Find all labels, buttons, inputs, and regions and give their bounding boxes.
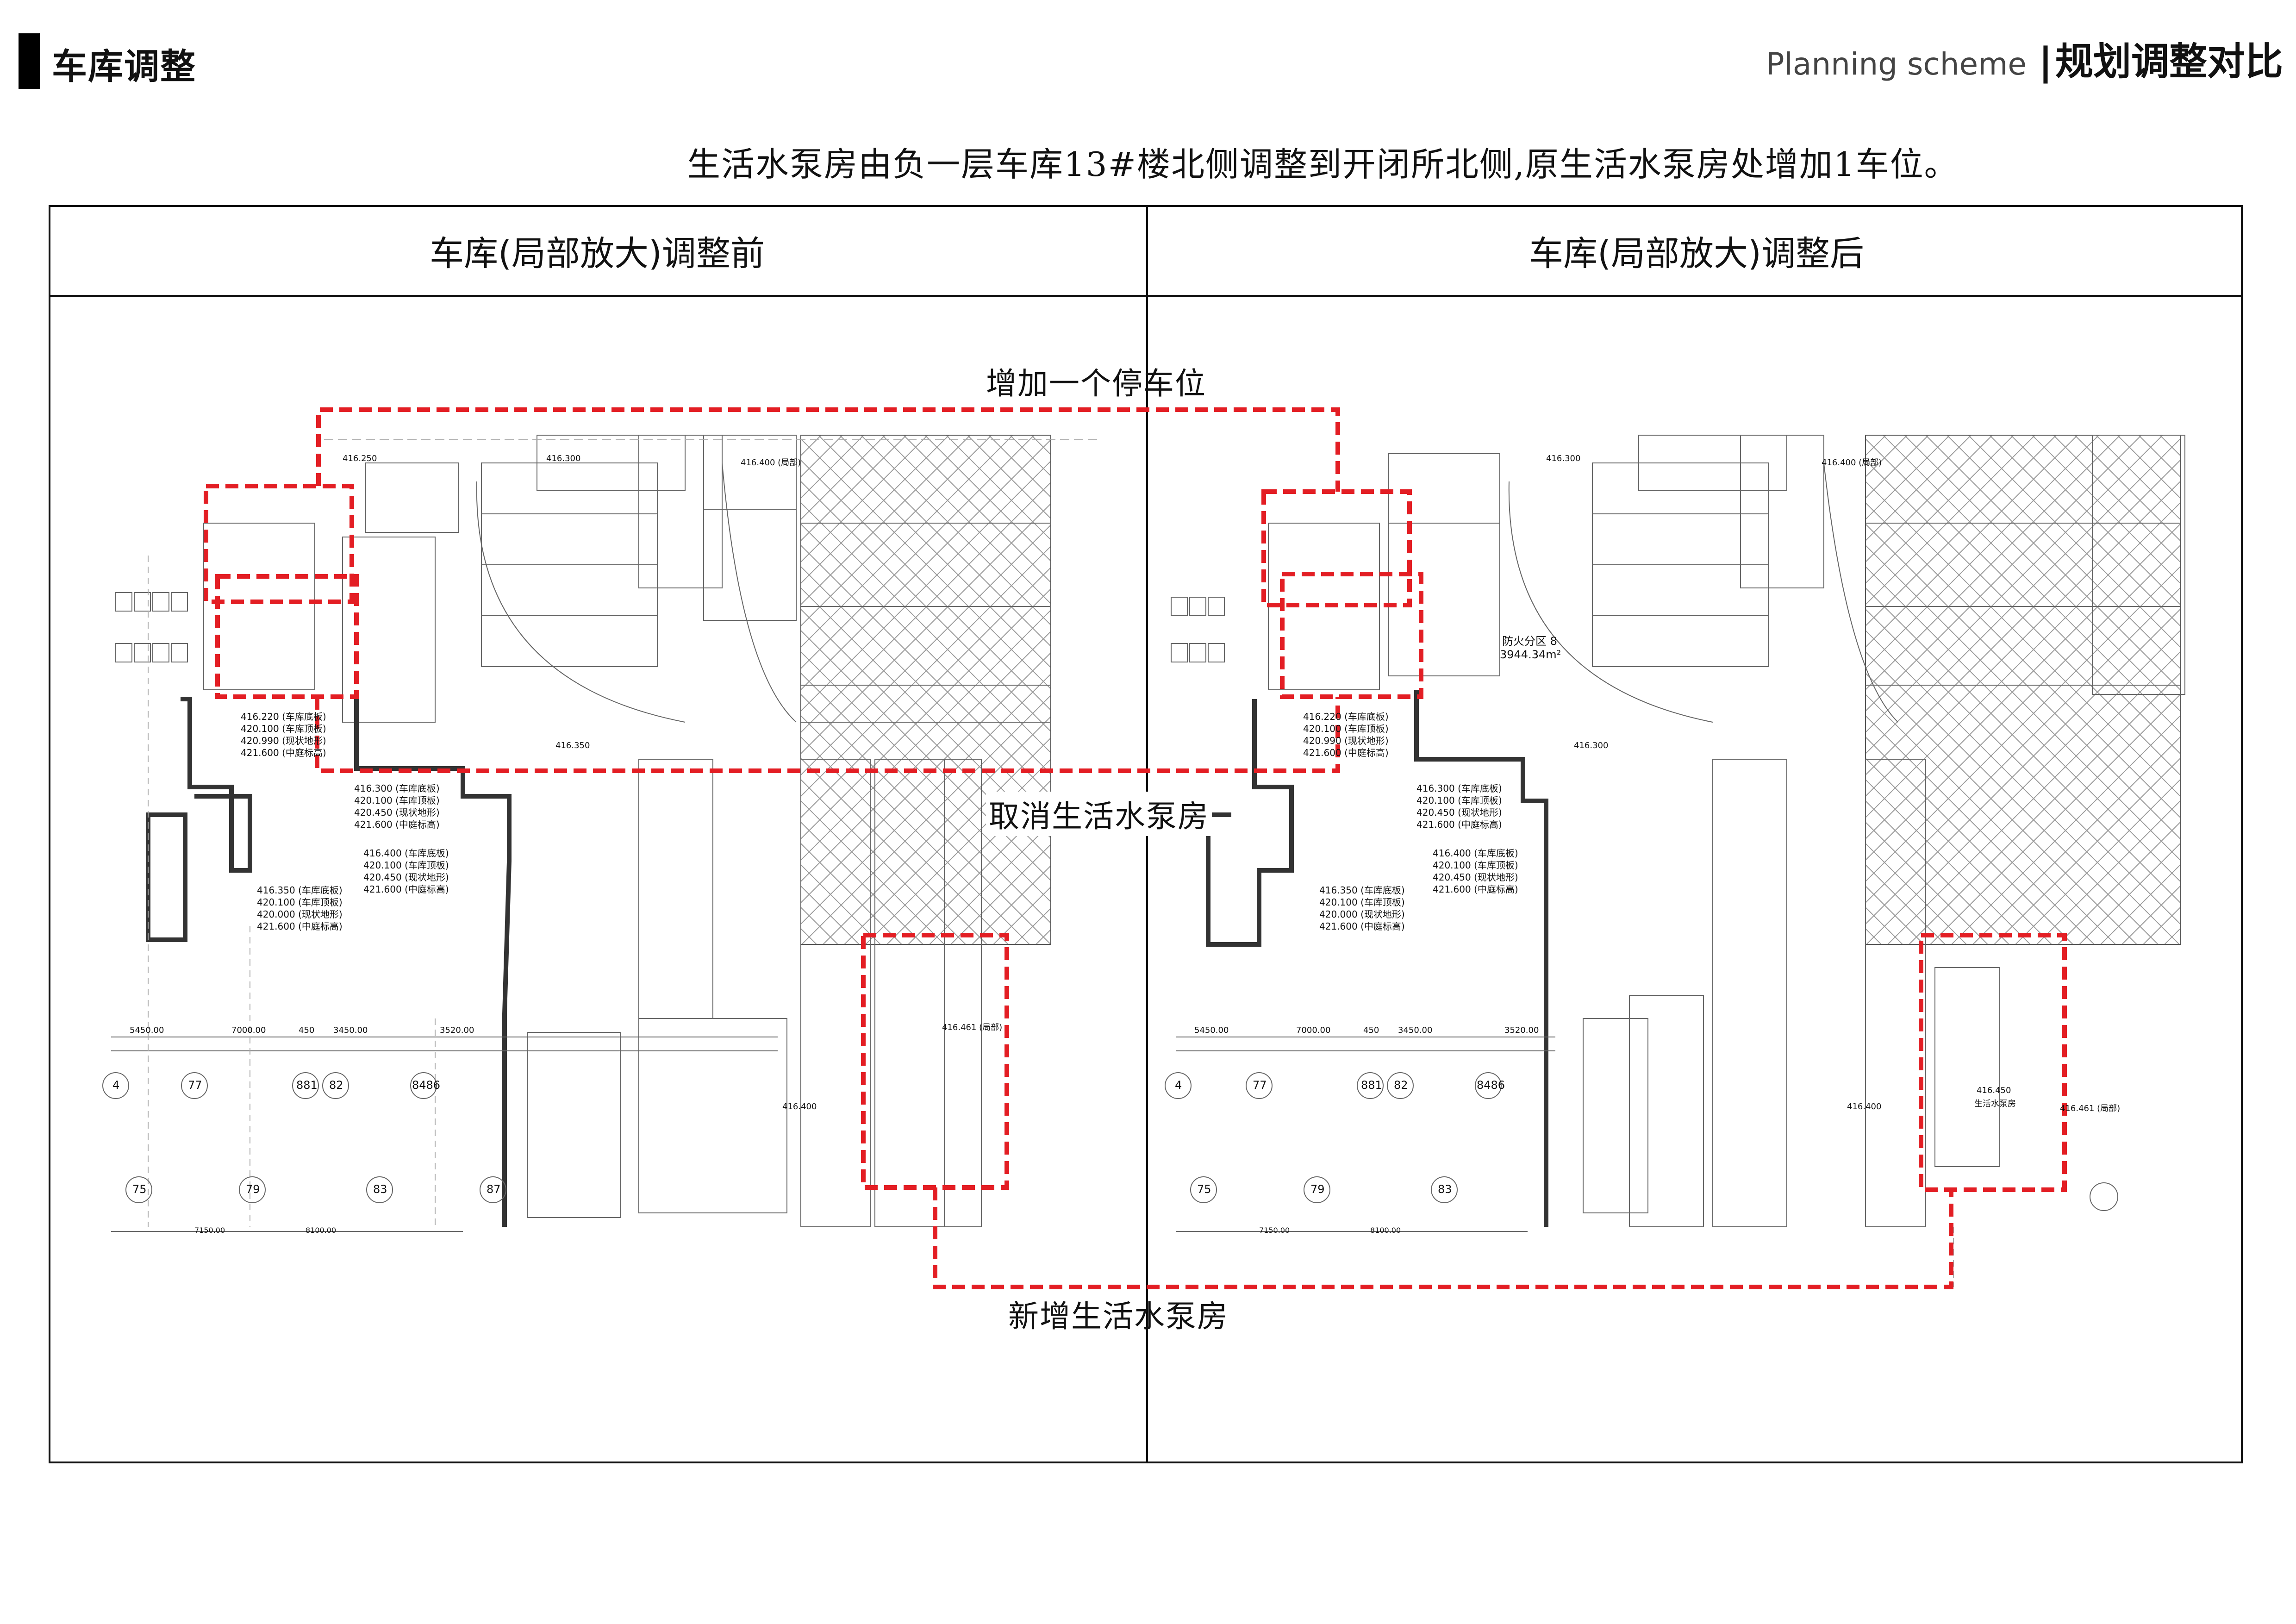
plan-after — [1165, 435, 2185, 1287]
level-label: 416.461 (局部) — [942, 1023, 1003, 1032]
axis-label: 8486 — [412, 1079, 441, 1092]
plan-before — [102, 435, 1102, 1232]
legend-before-d: 416.350 (车库底板) 420.100 (车库顶板) 420.000 (现… — [257, 885, 343, 932]
after-new-pump-box — [1919, 933, 2067, 1192]
level-label: 416.300 — [1546, 454, 1581, 463]
after-parking-box — [1280, 572, 1423, 699]
dim-label: 450 — [299, 1025, 315, 1035]
pump-level-label: 416.450 — [1977, 1086, 2011, 1095]
axis-label: 881 — [1361, 1079, 1382, 1092]
dim-label: 3520.00 — [1504, 1025, 1539, 1035]
dim-label: 7150.00 — [1259, 1226, 1290, 1235]
level-label: 416.461 (局部) — [2060, 1104, 2121, 1113]
axis-label: 75 — [132, 1183, 147, 1196]
axis-label: 4 — [112, 1079, 120, 1092]
legend-before-c: 416.400 (车库底板) 420.100 (车库顶板) 420.450 (现… — [363, 848, 449, 895]
header-accent-bar — [19, 33, 40, 89]
legend-before-a: 416.220 (车库底板) 420.100 (车库顶板) 420.990 (现… — [241, 711, 326, 758]
dim-label: 5450.00 — [130, 1025, 164, 1035]
section-title: 车库调整 — [52, 46, 196, 87]
header-separator: | — [2039, 40, 2053, 84]
dim-label: 450 — [1363, 1025, 1379, 1035]
axis-label: 82 — [329, 1079, 343, 1092]
annotation-new-pump: 新增生活水泵房 — [1008, 1299, 1229, 1334]
parking-bays-after-bottom — [1583, 759, 2000, 1227]
dim-label: 8100.00 — [1370, 1226, 1401, 1235]
header-right: Planning scheme | 规划调整对比 — [1766, 31, 2283, 86]
axis-label: 83 — [373, 1183, 387, 1196]
level-label: 416.250 — [343, 454, 377, 463]
axis-label: 77 — [188, 1079, 202, 1092]
before-pump-box — [215, 574, 359, 699]
right-title: 规划调整对比 — [2055, 40, 2283, 84]
connector-cancel-pump — [315, 697, 1340, 773]
dim-label: 3450.00 — [333, 1025, 368, 1035]
level-label: 416.400 — [782, 1102, 817, 1112]
comparison-frame — [49, 205, 2243, 1463]
level-label: 416.300 — [546, 454, 581, 463]
axis-label: 8486 — [1477, 1079, 1505, 1092]
axis-label: 881 — [296, 1079, 318, 1092]
level-label: 416.400 (局部) — [741, 458, 801, 468]
parking-bays-before-bottom — [527, 759, 982, 1227]
english-label: Planning scheme — [1766, 46, 2027, 82]
level-label: 416.400 — [1847, 1102, 1882, 1112]
legend-after-c: 416.400 (车库底板) 420.100 (车库顶板) 420.450 (现… — [1433, 848, 1518, 895]
axis-label: 79 — [246, 1183, 260, 1196]
axis-label: 75 — [1197, 1183, 1211, 1196]
level-label: 416.400 (局部) — [1822, 458, 1882, 468]
page-subtitle: 生活水泵房由负一层车库13#楼北侧调整到开闭所北侧,原生活水泵房处增加1车位。 — [687, 145, 1959, 184]
before-upper-box — [204, 484, 354, 604]
storage-boxes-after — [1171, 597, 1225, 662]
hatched-core-after — [1865, 435, 2181, 945]
storage-boxes-before — [115, 592, 188, 662]
column-title-after: 车库(局部放大)调整后 — [1529, 234, 1864, 274]
after-upper-box — [1261, 489, 1412, 607]
dim-label: 7000.00 — [1296, 1025, 1331, 1035]
annotation-add-parking: 增加一个停车位 — [986, 366, 1206, 401]
red-highlights — [204, 407, 2067, 1289]
dim-label: 7150.00 — [194, 1226, 225, 1235]
dim-label: 3520.00 — [440, 1025, 474, 1035]
axis-label: 87 — [487, 1183, 501, 1196]
fire-area-label: 3944.34m² — [1500, 648, 1561, 661]
before-new-pump-box — [861, 933, 1009, 1190]
connector-new-pump — [933, 1187, 1953, 1289]
level-label: 416.350 — [555, 741, 590, 750]
legend-after-b: 416.300 (车库底板) 420.100 (车库顶板) 420.450 (现… — [1416, 783, 1502, 830]
legend-before-b: 416.300 (车库底板) 420.100 (车库顶板) 420.450 (现… — [354, 783, 440, 830]
axis-label: 83 — [1438, 1183, 1452, 1196]
axis-label: 79 — [1310, 1183, 1325, 1196]
legend-after-d: 416.350 (车库底板) 420.100 (车库顶板) 420.000 (现… — [1319, 885, 1405, 932]
annotation-cancel-pump: 取消生活水泵房 — [986, 792, 1212, 836]
hatched-core-before — [800, 435, 1051, 945]
level-label: 416.300 — [1574, 741, 1609, 750]
header-row-divider — [49, 295, 2243, 297]
fire-zone-label: 防火分区 8 — [1502, 635, 1557, 648]
pump-room-label: 生活水泵房 — [1974, 1099, 2016, 1109]
dim-label: 5450.00 — [1194, 1025, 1229, 1035]
parking-bays-before-top — [203, 435, 797, 723]
connector-add-parking — [316, 407, 1340, 492]
column-title-before: 车库(局部放大)调整前 — [430, 234, 765, 274]
dim-label: 8100.00 — [306, 1226, 337, 1235]
axis-label: 82 — [1394, 1079, 1408, 1092]
axis-label: 77 — [1253, 1079, 1267, 1092]
axis-label: 4 — [1175, 1079, 1182, 1092]
dim-label: 7000.00 — [231, 1025, 266, 1035]
legend-after-a: 416.220 (车库底板) 420.100 (车库顶板) 420.990 (现… — [1303, 711, 1389, 758]
dim-label: 3450.00 — [1398, 1025, 1433, 1035]
